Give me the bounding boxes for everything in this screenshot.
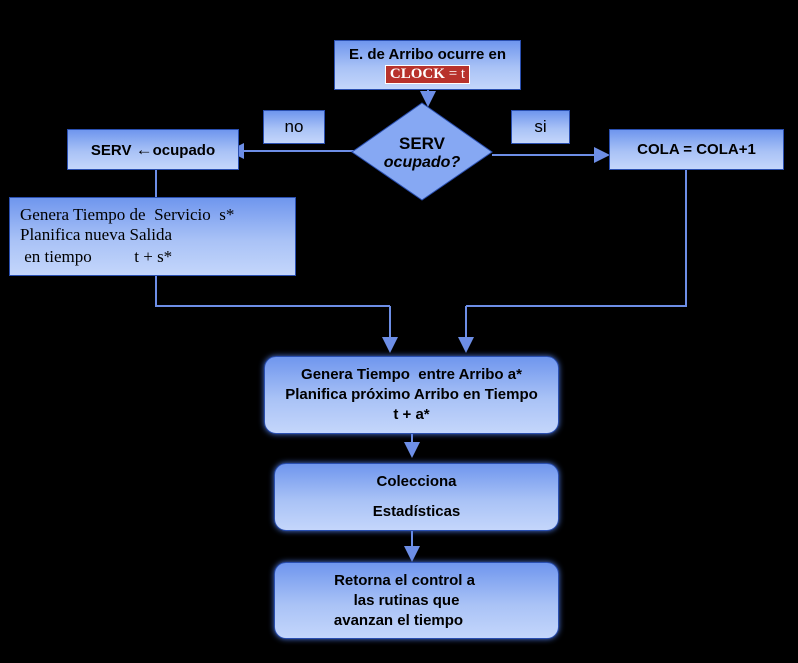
retorna-box: Retorna el control a las rutinas que ava… [274,562,559,639]
genera-servicio-line3: en tiempo t + s* [20,247,173,266]
genera-servicio-line1: Genera Tiempo de Servicio s* [20,205,235,224]
clock-eq: = t [448,66,466,82]
decision-line2: ocupado? [383,154,461,171]
start-event-box: E. de Arribo ocurre en CLOCK = t [334,40,521,90]
label-si: si [511,110,570,144]
colecciona-line1: Colecciona [376,473,457,490]
cola-label: COLA = COLA+1 [637,141,756,158]
decision-text: SERV ocupado? [360,130,484,176]
label-no: no [263,110,325,144]
label-si-text: si [534,117,547,136]
arrow-left-icon: ← [135,139,153,159]
genera-arribo-line2: Planifica próximo Arribo en Tiempo [285,386,538,403]
connector-cola-merge [466,170,687,307]
genera-servicio-line2: Planifica nueva Salida [20,225,173,244]
clock-label: CLOCK [389,66,445,82]
retorna-line2: las rutinas que [353,591,460,609]
genera-arribo-box: Genera Tiempo entre Arribo a* Planifica … [264,356,559,434]
colecciona-box: Colecciona Estadísticas [274,463,559,531]
cola-box: COLA = COLA+1 [609,129,784,170]
colecciona-line2: Estadísticas [372,503,461,520]
genera-servicio-box: Genera Tiempo de Servicio s* Planifica n… [9,197,296,276]
genera-arribo-line1: Genera Tiempo entre Arribo a* [301,366,522,383]
decision-line1: SERV [399,134,445,153]
ocupado-label: ocupado [152,141,216,159]
start-event-label: E. de Arribo ocurre en [349,46,506,63]
genera-arribo-line3: t + a* [393,406,430,423]
decision-diamond [351,102,493,201]
retorna-line1: Retorna el control a [334,571,475,589]
connector-genera-merge [155,276,390,307]
clock-badge: CLOCK = t [384,65,471,84]
serv-label: SERV [90,141,136,159]
retorna-line3: avanzan el tiempo [333,611,464,629]
label-no-text: no [284,117,304,136]
serv-ocupado-box: SERV ←ocupado [67,129,239,170]
